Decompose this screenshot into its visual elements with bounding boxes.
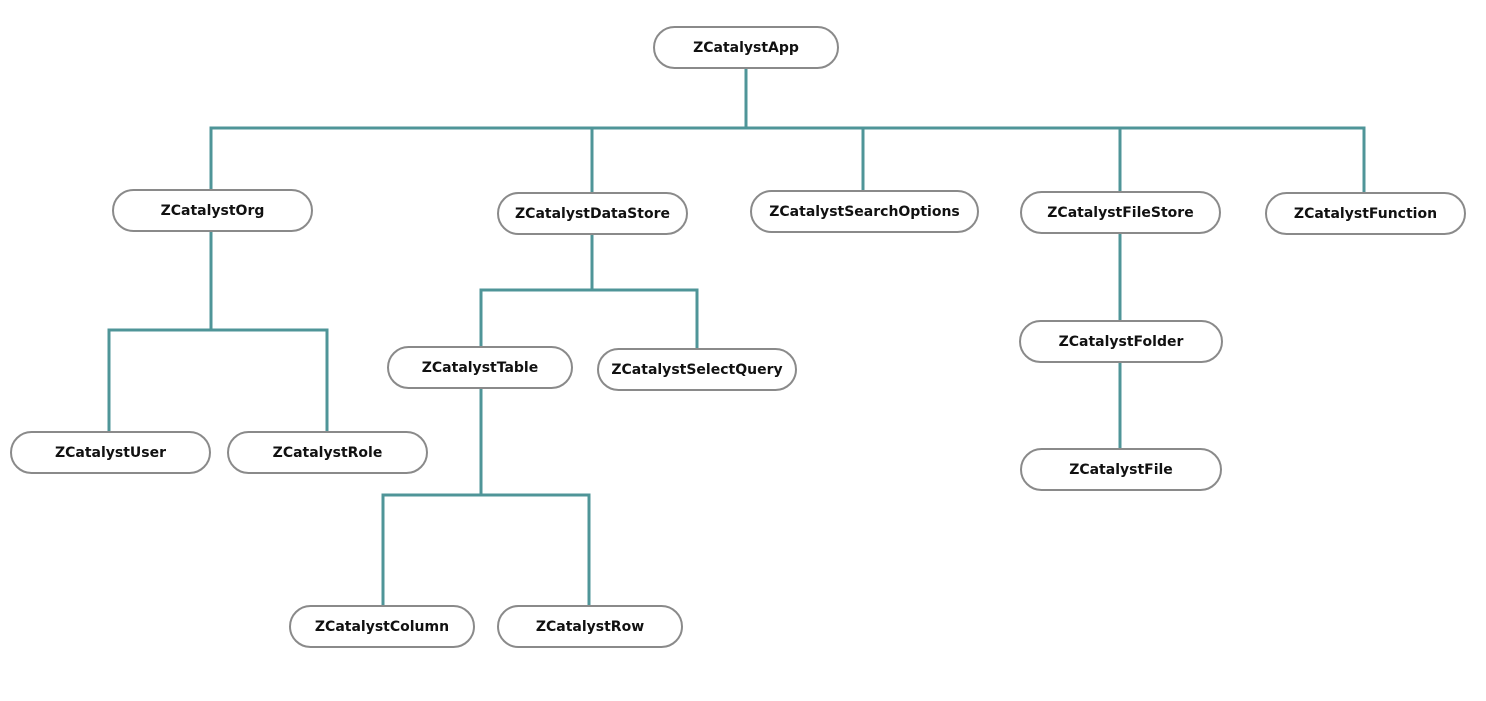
node-zcatalystrow: ZCatalystRow	[497, 605, 683, 648]
node-zcatalystdatastore: ZCatalystDataStore	[497, 192, 688, 235]
node-zcatalystselectquery: ZCatalystSelectQuery	[597, 348, 797, 391]
node-zcatalystsearchoptions: ZCatalystSearchOptions	[750, 190, 979, 233]
node-zcatalystuser: ZCatalystUser	[10, 431, 211, 474]
node-zcatalystapp: ZCatalystApp	[653, 26, 839, 69]
node-zcatalysttable: ZCatalystTable	[387, 346, 573, 389]
node-zcatalystfolder: ZCatalystFolder	[1019, 320, 1223, 363]
node-zcatalystrole: ZCatalystRole	[227, 431, 428, 474]
node-zcatalystfunction: ZCatalystFunction	[1265, 192, 1466, 235]
node-zcatalystfile: ZCatalystFile	[1020, 448, 1222, 491]
node-zcatalystfilestore: ZCatalystFileStore	[1020, 191, 1221, 234]
node-zcatalystorg: ZCatalystOrg	[112, 189, 313, 232]
node-zcatalystcolumn: ZCatalystColumn	[289, 605, 475, 648]
